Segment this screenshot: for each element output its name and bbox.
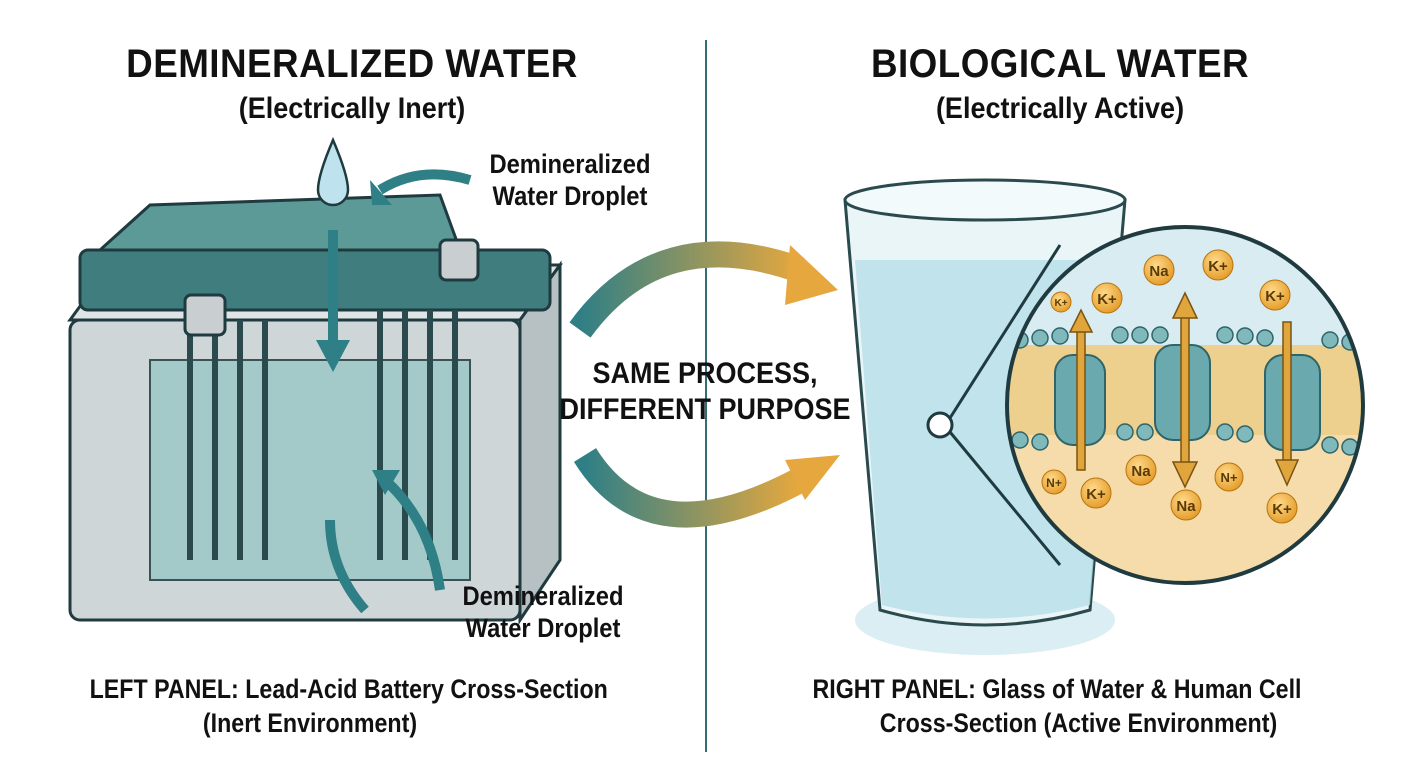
label-line: Water Droplet — [465, 613, 621, 643]
ion: K+ — [1259, 279, 1291, 311]
ion: Na — [1170, 489, 1202, 521]
left-caption: LEFT PANEL: Lead-Acid Battery Cross-Sect… — [49, 672, 656, 740]
ion: K+ — [1050, 291, 1072, 313]
left-subtitle: (Electrically Inert) — [238, 92, 466, 125]
ion-arrows — [1068, 291, 1300, 489]
ion: K+ — [1091, 282, 1123, 314]
curved-arrow-bottom — [573, 447, 807, 528]
center-line: DIFFERENT PURPOSE — [559, 393, 851, 426]
caption-line: Cross-Section (Active Environment) — [879, 708, 1278, 738]
svg-text:Na: Na — [1176, 498, 1196, 515]
svg-text:N+: N+ — [1221, 470, 1238, 485]
ion: N+ — [1214, 462, 1244, 492]
svg-text:K+: K+ — [1265, 288, 1285, 305]
svg-text:Na: Na — [1149, 263, 1169, 280]
ion: Na — [1125, 454, 1157, 486]
curved-arrow-top — [569, 241, 805, 338]
caption-line: (Inert Environment) — [202, 708, 418, 738]
svg-text:K+: K+ — [1272, 501, 1292, 518]
ion: K+ — [1266, 492, 1298, 524]
ion: Na — [1143, 254, 1175, 286]
center-line: SAME PROCESS, — [592, 357, 818, 390]
center-text: SAME PROCESS, DIFFERENT PURPOSE — [557, 356, 854, 428]
ion: K+ — [1080, 477, 1112, 509]
ions-outside: Na K+ K+ K+ K+ — [1050, 249, 1291, 314]
svg-text:K+: K+ — [1054, 298, 1067, 309]
svg-text:K+: K+ — [1208, 258, 1228, 275]
right-subtitle: (Electrically Active) — [935, 92, 1185, 125]
battery-illustration — [67, 136, 563, 625]
svg-text:K+: K+ — [1086, 486, 1106, 503]
ions-inside: N+ K+ Na Na N+ K+ — [1041, 454, 1298, 524]
droplet-label-bottom: Demineralized Water Droplet — [429, 580, 658, 644]
ion: K+ — [1202, 249, 1234, 281]
svg-text:K+: K+ — [1097, 291, 1117, 308]
label-line: Demineralized — [462, 581, 624, 611]
droplet-label-top: Demineralized Water Droplet — [456, 148, 685, 212]
ion: N+ — [1041, 469, 1067, 495]
svg-text:Na: Na — [1131, 463, 1151, 480]
label-line: Demineralized — [489, 149, 651, 179]
label-line: Water Droplet — [492, 181, 648, 211]
right-caption: RIGHT PANEL: Glass of Water & Human Cell… — [755, 672, 1359, 740]
svg-text:N+: N+ — [1046, 476, 1062, 490]
caption-line: LEFT PANEL: Lead-Acid Battery Cross-Sect… — [89, 674, 608, 704]
caption-line: RIGHT PANEL: Glass of Water & Human Cell — [812, 674, 1302, 704]
right-title: BIOLOGICAL WATER — [870, 42, 1250, 86]
left-title: DEMINERALIZED WATER — [126, 42, 578, 86]
